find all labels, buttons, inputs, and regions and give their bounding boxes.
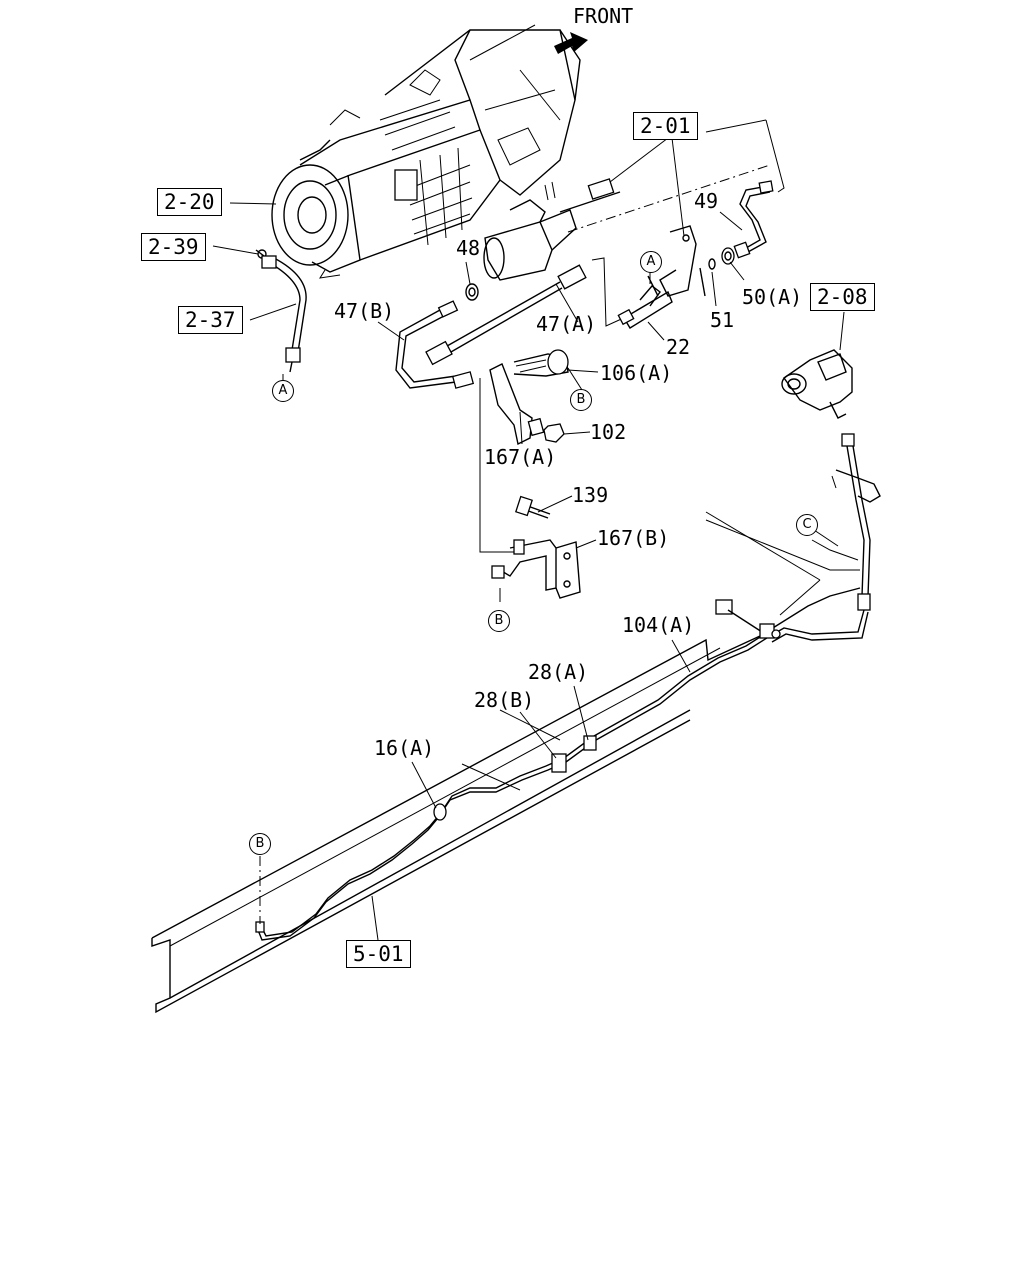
ref-box-2-20[interactable]: 2-20 bbox=[157, 188, 222, 216]
connector-marker-b-middle: B bbox=[488, 610, 510, 632]
leader-lines-2-01 bbox=[609, 119, 767, 237]
part-label-106a: 106(A) bbox=[600, 361, 673, 385]
ref-box-5-01[interactable]: 5-01 bbox=[346, 940, 411, 968]
ref-box-2-08[interactable]: 2-08 bbox=[810, 283, 875, 311]
union-22 bbox=[617, 225, 735, 329]
part-label-104a: 104(A) bbox=[622, 613, 695, 637]
master-cylinder-hose bbox=[769, 433, 881, 643]
connector-marker-b-lower: B bbox=[249, 833, 271, 855]
part-label-48: 48 bbox=[456, 236, 481, 260]
master-cylinder bbox=[781, 311, 853, 419]
pipes-47 bbox=[395, 257, 629, 389]
frame-rail bbox=[151, 511, 861, 1014]
bracket-106a bbox=[489, 349, 569, 446]
clutch-booster bbox=[483, 164, 771, 281]
connector-marker-a-upper: A bbox=[640, 251, 662, 273]
part-label-28b: 28(B) bbox=[474, 688, 535, 712]
front-direction-label: FRONT bbox=[573, 4, 634, 28]
part-label-50a: 50(A) bbox=[742, 285, 803, 309]
front-arrow-icon bbox=[554, 32, 588, 54]
ref-box-2-01[interactable]: 2-01 bbox=[633, 112, 698, 140]
connector-marker-b-upper: B bbox=[570, 389, 592, 411]
bracket-167b bbox=[479, 378, 581, 599]
part-label-102: 102 bbox=[590, 420, 627, 444]
pipe-104a bbox=[255, 599, 781, 941]
part-label-28a: 28(A) bbox=[528, 660, 589, 684]
part-label-167a: 167(A) bbox=[484, 445, 557, 469]
connector-marker-c: C bbox=[796, 514, 818, 536]
connector-marker-a-lower: A bbox=[272, 380, 294, 402]
pipe-49 bbox=[733, 119, 785, 259]
part-label-22: 22 bbox=[666, 335, 691, 359]
part-label-16a: 16(A) bbox=[374, 736, 435, 760]
part-label-47b: 47(B) bbox=[334, 299, 395, 323]
part-label-139: 139 bbox=[572, 483, 609, 507]
part-label-51: 51 bbox=[710, 308, 735, 332]
leader-lines bbox=[212, 202, 839, 941]
part-label-49: 49 bbox=[694, 189, 719, 213]
part-label-47a: 47(A) bbox=[536, 312, 597, 336]
ref-box-2-39[interactable]: 2-39 bbox=[141, 233, 206, 261]
hose-2-37 bbox=[261, 255, 307, 373]
part-label-167b: 167(B) bbox=[597, 526, 670, 550]
transmission-assembly bbox=[255, 24, 581, 279]
ref-box-2-37[interactable]: 2-37 bbox=[178, 306, 243, 334]
